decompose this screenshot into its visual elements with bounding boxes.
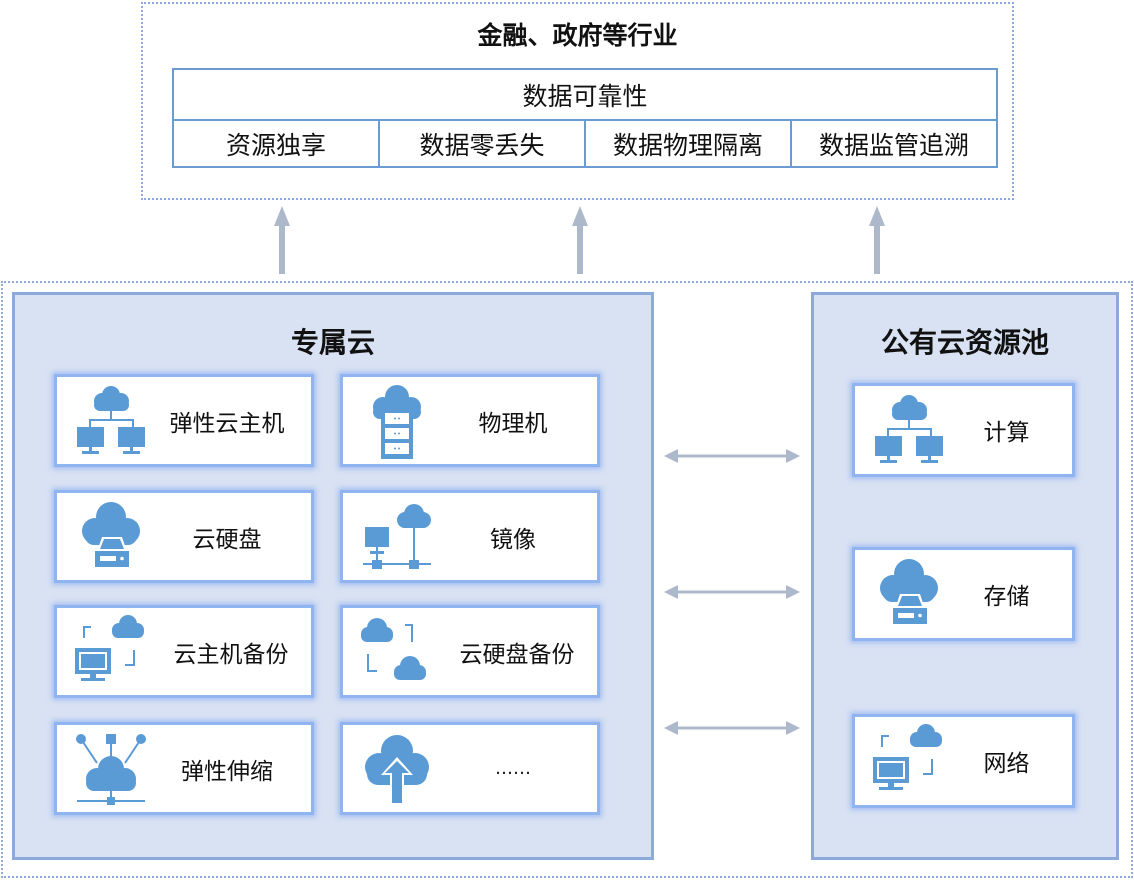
cloud-network-icon: [869, 390, 949, 470]
bidirectional-arrow-icon: [664, 585, 800, 599]
resource-label: 存储: [983, 584, 1030, 610]
reliability-table-row: 资源独享 数据零丢失 数据物理隔离 数据监管追溯: [174, 121, 996, 166]
host-backup-icon: [869, 721, 949, 801]
service-card-bms[interactable]: 物理机: [340, 374, 600, 467]
up-arrow-icon: [274, 206, 290, 274]
cloud-disk-icon: [869, 554, 949, 634]
cloud-upload-icon: [357, 729, 437, 809]
reliability-cell: 数据物理隔离: [586, 121, 792, 166]
resource-label: 网络: [983, 751, 1030, 777]
service-card-evs[interactable]: 云硬盘: [54, 490, 314, 583]
host-backup-icon: [71, 612, 151, 692]
service-label: 物理机: [478, 410, 548, 437]
reliability-cell: 资源独享: [174, 121, 380, 166]
disk-backup-icon: [357, 612, 437, 692]
resource-card-network[interactable]: 网络: [852, 714, 1075, 808]
service-card-vbs[interactable]: 云硬盘备份: [340, 605, 600, 698]
reliability-table-header: 数据可靠性: [174, 70, 996, 121]
reliability-table: 数据可靠性 资源独享 数据零丢失 数据物理隔离 数据监管追溯: [172, 68, 998, 168]
resource-card-compute[interactable]: 计算: [852, 383, 1075, 477]
cloud-server-rack-icon: [357, 381, 437, 461]
service-label: 镜像: [490, 526, 536, 553]
service-label: 云主机备份: [173, 641, 289, 668]
service-label: 云硬盘: [192, 526, 262, 553]
service-card-csbs[interactable]: 云主机备份: [54, 605, 314, 698]
up-arrow-icon: [869, 206, 885, 274]
resource-label: 计算: [983, 420, 1030, 446]
industry-title: 金融、政府等行业: [477, 21, 678, 50]
auto-scaling-icon: [71, 729, 151, 809]
service-label: 云硬盘备份: [459, 641, 575, 668]
service-card-more[interactable]: ……: [340, 722, 600, 815]
service-card-ecs[interactable]: 弹性云主机: [54, 374, 314, 467]
cloud-disk-icon: [71, 497, 151, 577]
bidirectional-arrow-icon: [664, 449, 800, 463]
service-card-ims[interactable]: 镜像: [340, 490, 600, 583]
reliability-cell: 数据监管追溯: [818, 130, 969, 160]
industry-box: [141, 2, 1014, 200]
cloud-architecture-box: [1, 281, 1133, 878]
service-label: ……: [495, 758, 531, 779]
reliability-cell: 数据零丢失: [380, 121, 586, 166]
resource-card-storage[interactable]: 存储: [852, 547, 1075, 641]
service-card-as[interactable]: 弹性伸缩: [54, 722, 314, 815]
cloud-network-icon: [71, 381, 151, 461]
service-label: 弹性云主机: [169, 410, 285, 437]
up-arrow-icon: [572, 206, 588, 274]
public-pool-title: 公有云资源池: [880, 326, 1049, 359]
service-label: 弹性伸缩: [181, 758, 273, 785]
image-network-icon: [357, 497, 437, 577]
dedicated-cloud-title: 专属云: [290, 326, 375, 359]
bidirectional-arrow-icon: [664, 721, 800, 735]
